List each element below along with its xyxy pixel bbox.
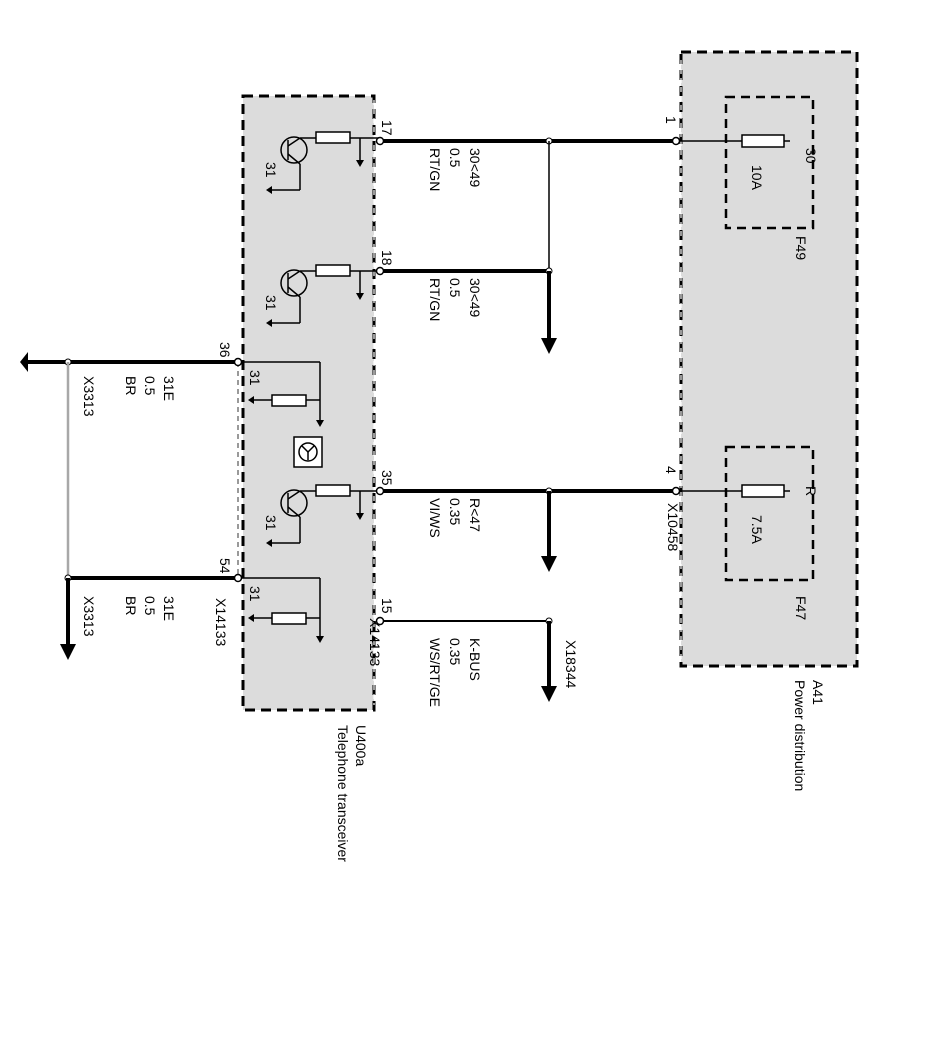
ground-label-18: 31: [263, 295, 279, 311]
wire-35-signal: R<47: [467, 498, 483, 532]
ground-36-connector: X3313: [81, 376, 97, 417]
wire-35-size: 0.35: [447, 498, 463, 525]
transistor-35-icon: [266, 484, 380, 547]
wire-15-color: WS/RT/GE: [427, 638, 443, 707]
ground-36-color: BR: [123, 376, 139, 395]
wire-15: 15 K-BUS 0.35 WS/RT/GE X18344: [375, 598, 579, 707]
wire-18-pin: 18: [379, 250, 395, 266]
power-distribution-box: [679, 50, 859, 668]
wire-17-signal: 30<49: [467, 148, 483, 188]
fuse-f49-rating: 10A: [749, 165, 765, 191]
ground-54-color: BR: [123, 596, 139, 615]
connector-x18344-label: X18344: [563, 640, 579, 688]
wire-18-arrow-icon: [541, 338, 557, 354]
wire-15-arrow-icon: [541, 686, 557, 702]
wire-18-signal: 30<49: [467, 278, 483, 318]
wire-15-pin: 15: [379, 598, 395, 614]
wire-15-size: 0.35: [447, 638, 463, 665]
ground-54-signal: 31E: [161, 596, 177, 621]
wire-35-color: VI/WS: [427, 498, 443, 538]
ground-label-36: 31: [247, 370, 263, 386]
ground-54-arrow-icon: [60, 644, 76, 660]
pin-4-label: 4: [663, 466, 679, 474]
ground-36-signal: 31E: [161, 376, 177, 401]
fuse-f49-label: F49: [793, 236, 809, 260]
connector-x10458-label: X10458: [665, 503, 681, 551]
telephone-transceiver-module: 31 31 31 31 31 U400a Telephone transceiv…: [213, 94, 383, 862]
wire-18-size: 0.5: [447, 278, 463, 298]
wire-35-pin: 35: [379, 470, 395, 486]
pin-1-label: 1: [663, 116, 679, 124]
ground-resistor-54-icon: [238, 577, 324, 643]
transistor-17-icon: [266, 131, 380, 194]
fuse-f49-terminal: 30: [803, 148, 819, 164]
processor-icon: [293, 436, 323, 468]
transceiver-name: Telephone transceiver: [335, 725, 351, 862]
transceiver-box: [241, 94, 376, 712]
ground-wire-36: 36 31E 0.5 BR X3313: [20, 342, 243, 578]
transceiver-id: U400a: [353, 725, 369, 766]
wire-17-size: 0.5: [447, 148, 463, 168]
ground-label-17: 31: [263, 162, 279, 178]
wire-17-color: RT/GN: [427, 148, 443, 191]
power-distribution-name: Power distribution: [792, 680, 808, 791]
ground-54-connector: X3313: [81, 596, 97, 637]
wire-17: 17 30<49 0.5 RT/GN: [375, 120, 681, 271]
wire-15-signal: K-BUS: [467, 638, 483, 681]
ground-36-size: 0.5: [142, 376, 158, 396]
wire-17-pin: 17: [379, 120, 395, 136]
wire-18-color: RT/GN: [427, 278, 443, 321]
ground-54-pin: 54: [217, 558, 233, 574]
power-distribution-id: A41: [810, 680, 826, 705]
connector-x14133-right-label: X14133: [367, 618, 383, 666]
ground-label-54: 31: [247, 586, 263, 602]
connector-x14133-left-label: X14133: [213, 598, 229, 646]
fuse-f47-box: [724, 445, 815, 582]
fuse-f47-rating: 7.5A: [749, 515, 765, 544]
fuse-f49-icon: [741, 134, 785, 148]
ground-resistor-36-icon: [238, 361, 324, 427]
fuse-f49-box: [724, 95, 815, 230]
power-distribution-module: 30 10A F49 R 7.5A F47 A41 Power distribu…: [663, 50, 859, 791]
wire-35-arrow-icon: [541, 556, 557, 572]
fuse-f47-icon: [741, 484, 785, 498]
ground-36-terminal-icon: [20, 352, 28, 372]
wire-18: 18 30<49 0.5 RT/GN: [375, 250, 557, 354]
fuse-f47-label: F47: [793, 596, 809, 620]
ground-wire-54: 54 31E 0.5 BR X3313: [60, 558, 243, 660]
ground-54-size: 0.5: [142, 596, 158, 616]
ground-label-35: 31: [263, 515, 279, 531]
fuse-f47-terminal: R: [803, 486, 819, 496]
ground-36-pin: 36: [217, 342, 233, 358]
wire-35: 35 R<47 0.35 VI/WS: [375, 470, 681, 572]
transistor-18-icon: [266, 264, 380, 327]
